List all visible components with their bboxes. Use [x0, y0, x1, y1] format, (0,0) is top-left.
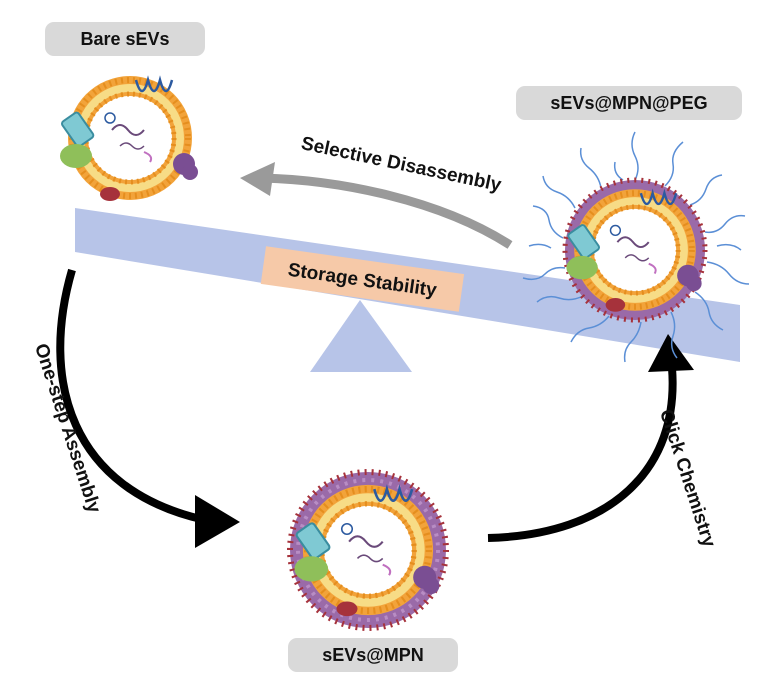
one-step-arrow	[56, 268, 206, 524]
bare-sevs-vesicle-icon	[60, 76, 198, 201]
sevs-mpn-label: sEVs@MPN	[288, 638, 458, 672]
one-step-arrowhead	[195, 495, 240, 548]
peg-sevs-vesicle-icon	[522, 131, 750, 363]
click-chemistry-arrow	[487, 367, 677, 542]
mpn-sevs-vesicle-icon	[287, 469, 449, 631]
click-arrowhead	[648, 334, 694, 372]
seesaw-fulcrum	[310, 300, 412, 372]
sevs-mpn-peg-label: sEVs@MPN@PEG	[516, 86, 742, 120]
click-chemistry-label: Click Chemistry	[655, 407, 719, 550]
one-step-label: One-step Assembly	[30, 341, 105, 516]
bare-sevs-label: Bare sEVs	[45, 22, 205, 56]
selective-disassembly-arrow	[261, 173, 513, 249]
selective-arrowhead	[240, 162, 275, 196]
